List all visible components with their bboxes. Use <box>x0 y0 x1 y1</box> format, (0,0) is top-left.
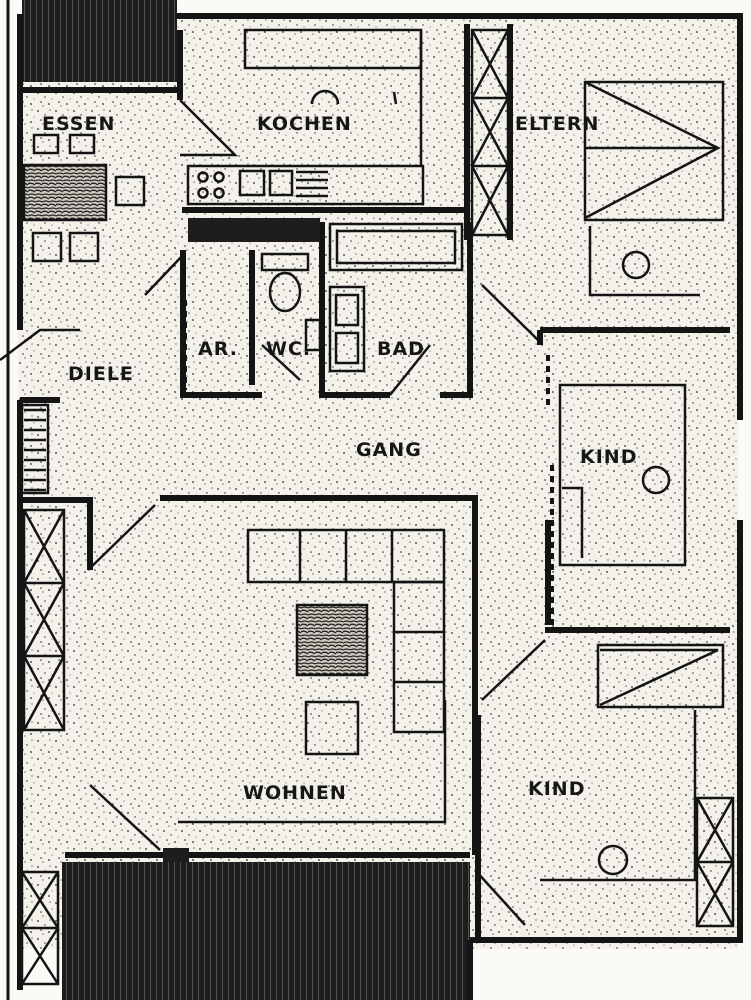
dining-chairs <box>31 133 146 263</box>
room-label-essen: ESSEN <box>42 113 115 135</box>
ottoman <box>304 700 360 756</box>
kind-upper-bed <box>558 383 687 567</box>
sliding-partitions <box>183 300 554 625</box>
balcony-top <box>22 0 177 82</box>
room-label-wohnen: WOHNEN <box>243 782 347 804</box>
sink-icon <box>238 169 328 198</box>
room-label-gang: GANG <box>356 439 422 461</box>
wardrobe-wohnen-left <box>22 508 66 732</box>
room-label-kochen: KOCHEN <box>257 113 352 135</box>
room-label-eltern: ELTERN <box>515 113 599 135</box>
kind-upper-lamp-icon <box>641 465 671 495</box>
room-label-kind-upper: KIND <box>580 446 637 468</box>
kind-lower-lamp-icon <box>597 844 629 876</box>
door-swings <box>0 99 546 926</box>
kitchen-counter <box>186 28 425 242</box>
bath-washbasin <box>328 285 366 373</box>
room-label-ar: AR. <box>198 338 238 360</box>
coffee-table <box>295 603 369 677</box>
stove-icon <box>197 171 225 199</box>
wardrobe-kind-lower <box>695 796 735 928</box>
kind-lower-desk <box>540 710 697 882</box>
wardrobe-kitchen-eltern <box>470 28 510 237</box>
room-label-bad: BAD <box>377 338 425 360</box>
wardrobe-bottom-left <box>20 870 60 986</box>
room-label-diele: DIELE <box>68 363 134 385</box>
outer-walls <box>6 0 743 1000</box>
room-label-wc: WC. <box>266 338 311 360</box>
wohnen-shelf-unit <box>246 528 446 734</box>
dining-table <box>22 163 108 222</box>
kitchen-light-icon <box>310 89 398 105</box>
wc-toilet <box>260 252 322 352</box>
stairs <box>20 403 50 495</box>
double-bed <box>583 80 725 222</box>
bathtub <box>328 222 464 272</box>
room-label-kind-lower: KIND <box>528 778 585 800</box>
eltern-lamp-icon <box>588 226 700 297</box>
balcony-bottom <box>62 862 470 1000</box>
kind-lower-bed <box>596 643 725 709</box>
wohnen-window-sill <box>163 700 447 862</box>
interior-walls <box>20 24 730 940</box>
